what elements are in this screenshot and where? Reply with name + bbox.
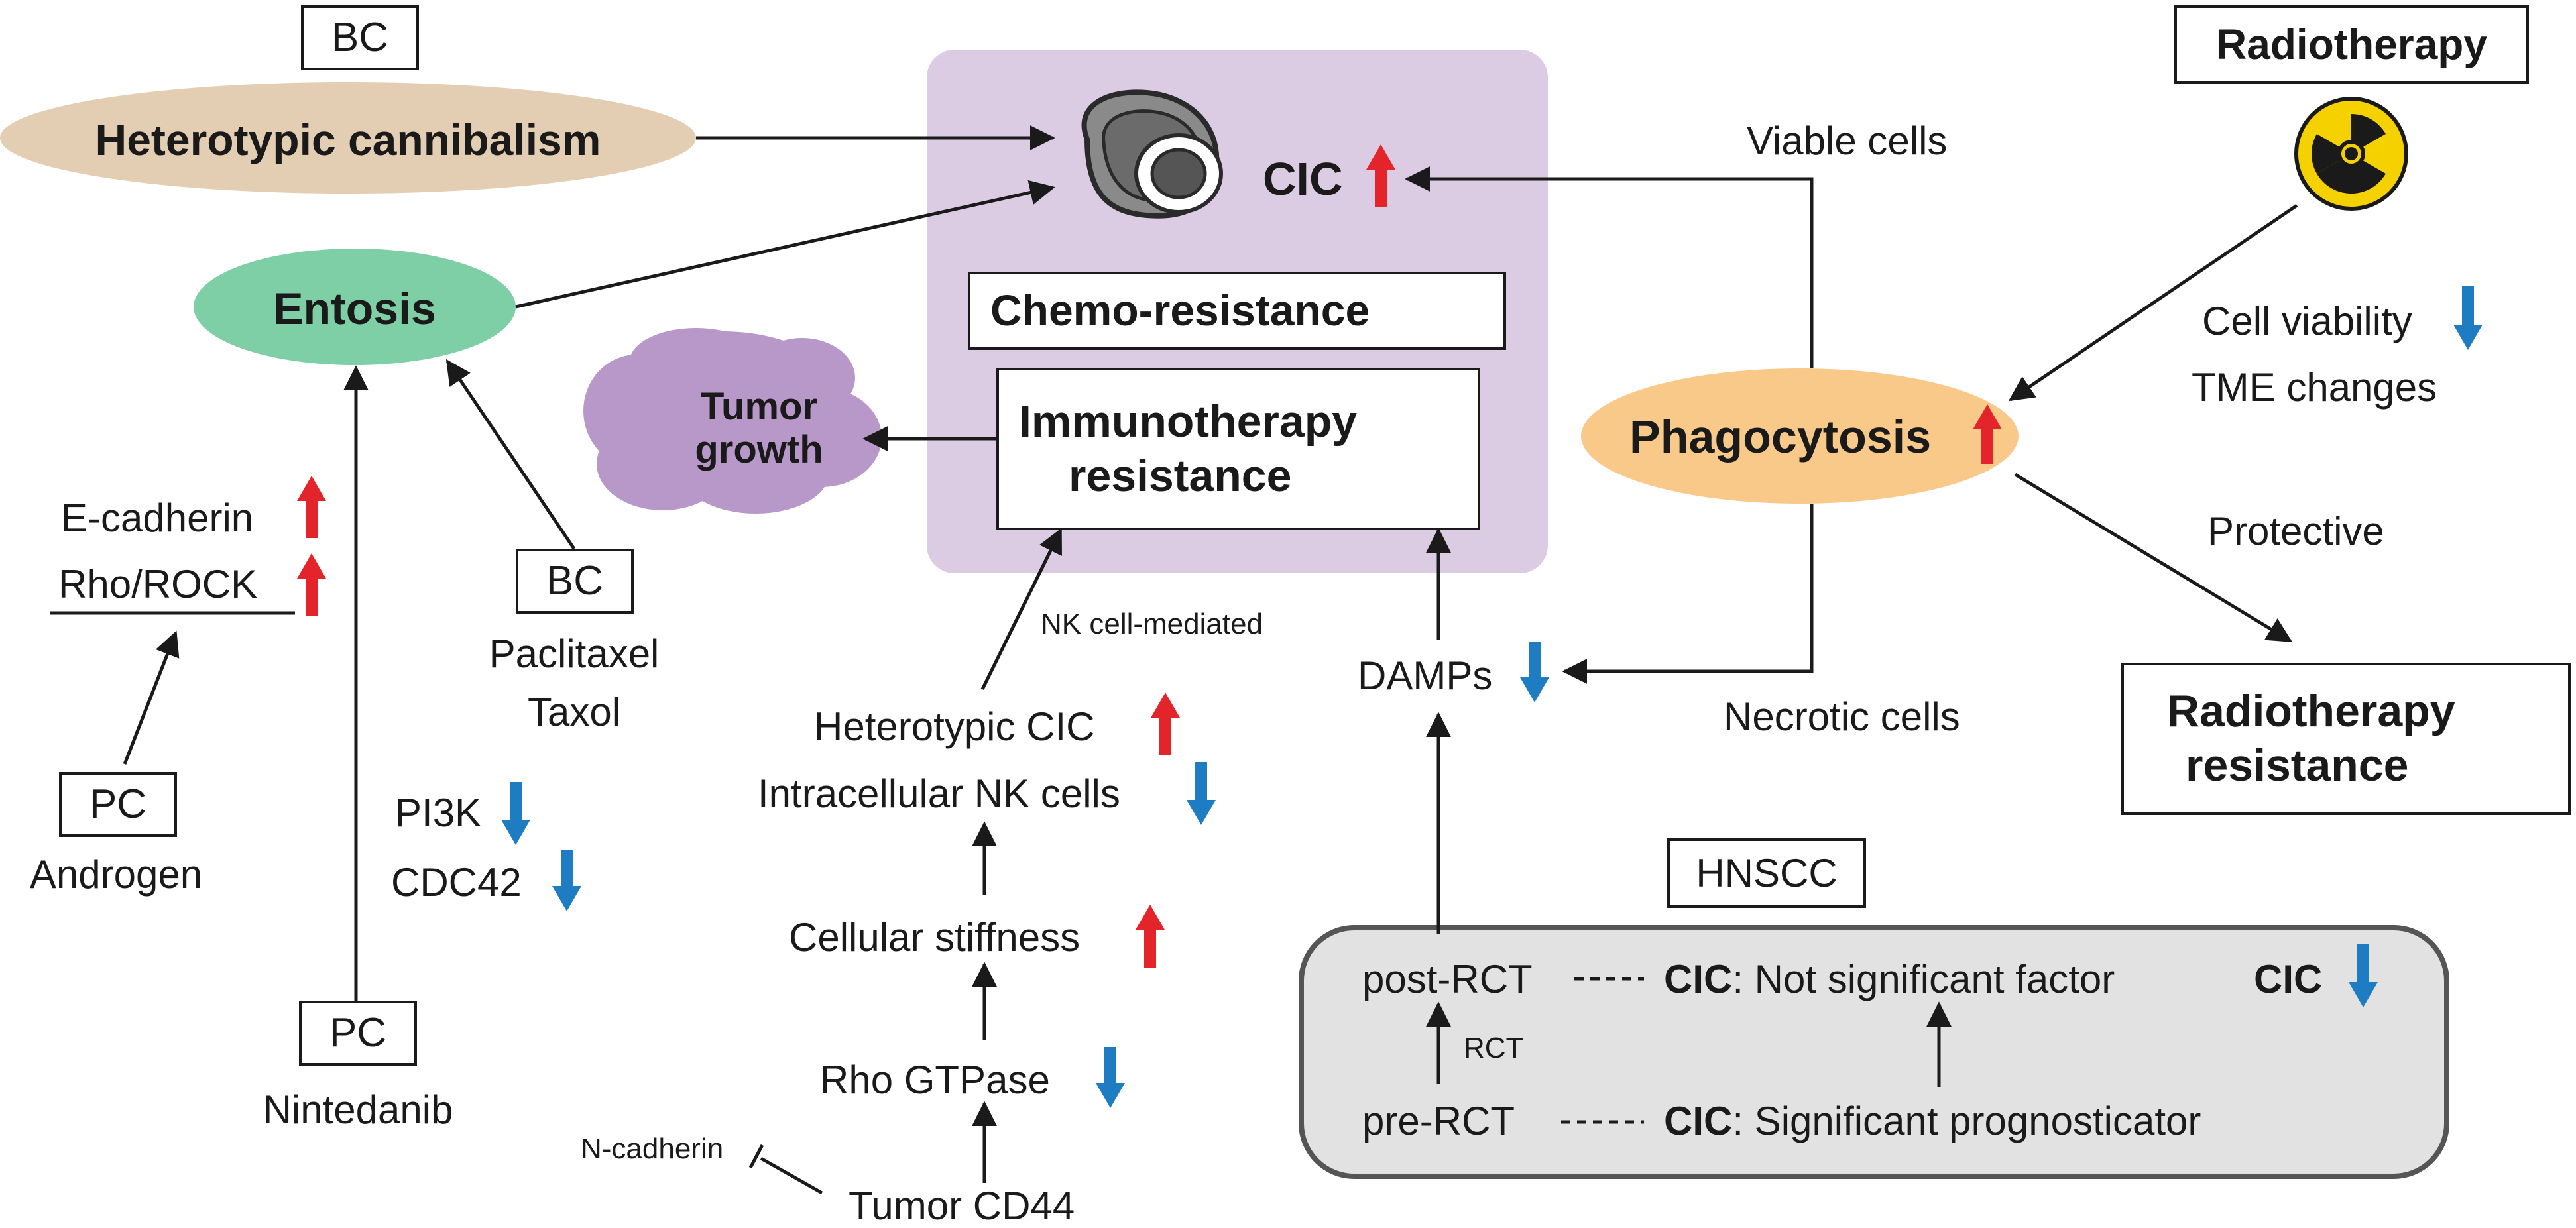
not-significant-row: CIC: Not significant factor xyxy=(1664,960,2115,999)
arrow-phago-viable-to-cic xyxy=(1405,166,1814,368)
taxol-label: Taxol xyxy=(527,690,621,734)
cell-viability-label: Cell viability xyxy=(2202,299,2412,343)
cellular-stiffness-label: Cellular stiffness xyxy=(789,915,1081,960)
rt-res-line1: Radiotherapy xyxy=(2167,686,2455,737)
cdc42-label: CDC42 xyxy=(391,860,522,905)
down-arrow-hnscc-cic-icon xyxy=(2349,944,2378,1007)
cell-in-cell-icon xyxy=(1081,89,1223,219)
paclitaxel-label: Paclitaxel xyxy=(489,632,660,676)
immuno-line2: resistance xyxy=(1069,450,1292,501)
heterotypic-label: Heterotypic cannibalism xyxy=(95,115,601,164)
tumor-cd44-label: Tumor CD44 xyxy=(849,1184,1075,1228)
immuno-line1: Immunotherapy xyxy=(1019,396,1358,447)
inhibit-bar xyxy=(748,1144,764,1169)
immunotherapy-resistance-box: Immunotherapy resistance xyxy=(996,368,1480,530)
pre-rct-label: pre-RCT xyxy=(1362,1099,1515,1143)
androgen-label: Androgen xyxy=(29,852,203,897)
entosis-oval xyxy=(194,249,516,365)
up-arrow-heterotypic-cic-icon xyxy=(1151,693,1180,755)
down-arrow-cell-viability-icon xyxy=(2453,286,2483,350)
rho-rock-label: Rho/ROCK xyxy=(58,562,258,606)
pc-left-box: PC xyxy=(59,772,177,837)
viable-cells-label: Viable cells xyxy=(1747,119,1948,163)
up-arrow-e-cadherin-icon xyxy=(297,476,326,538)
necrotic-cells-label: Necrotic cells xyxy=(1724,695,1960,739)
intracellular-nk-label: Intracellular NK cells xyxy=(758,771,1120,816)
rt-res-line2: resistance xyxy=(2186,740,2409,791)
radiotherapy-box: Radiotherapy xyxy=(2174,5,2529,84)
cic-not-sig: CIC xyxy=(1664,957,1733,1001)
nk-mediated-label: NK cell-mediated xyxy=(1041,608,1263,640)
up-arrow-rho-rock-icon xyxy=(297,553,326,616)
up-arrow-stiffness-icon xyxy=(1136,905,1165,968)
heterotypic-cannibalism-oval xyxy=(0,82,696,194)
tumor-growth-line2: growth xyxy=(695,428,823,471)
arrow-androgen-to-rho xyxy=(123,630,180,765)
e-cadherin-label: E-cadherin xyxy=(61,496,254,540)
down-arrow-rho-gtpase-icon xyxy=(1096,1047,1125,1108)
arrow-entosis-to-cic xyxy=(515,180,1055,309)
up-arrow-cic-icon xyxy=(1366,144,1395,207)
pi3k-label: PI3K xyxy=(395,791,482,835)
rho-gtpase-label: Rho GTPase xyxy=(820,1058,1050,1102)
not-sig-text: : Not significant factor xyxy=(1732,957,2115,1001)
bc-top-box: BC xyxy=(301,5,419,70)
significant-row: CIC: Significant prognosticator xyxy=(1664,1101,2201,1141)
down-arrow-cdc42-icon xyxy=(552,850,581,911)
bc-mid-box: BC xyxy=(516,549,634,614)
radiotherapy-resistance-box: Radiotherapy resistance xyxy=(2121,663,2571,815)
pc-bottom-box: PC xyxy=(299,1001,417,1066)
cic-sig: CIC xyxy=(1664,1099,1733,1143)
down-arrow-pi3k-icon xyxy=(501,782,530,845)
sig-text: : Significant prognosticator xyxy=(1732,1099,2201,1143)
heterotypic-cic-label: Heterotypic CIC xyxy=(814,704,1095,749)
tumor-growth-line1: Tumor xyxy=(700,385,818,428)
post-rct-label: post-RCT xyxy=(1362,957,1533,1001)
tme-changes-label: TME changes xyxy=(2192,365,2437,410)
arrow-phago-to-rtres xyxy=(2014,473,2293,643)
chemo-resistance-box: Chemo-resistance xyxy=(968,272,1506,350)
nintedanib-label: Nintedanib xyxy=(263,1088,453,1132)
damps-label: DAMPs xyxy=(1358,653,1493,698)
rct-label: RCT xyxy=(1464,1032,1524,1064)
hnscc-panel xyxy=(1299,925,2449,1179)
protective-label: Protective xyxy=(2207,509,2384,553)
down-arrow-intracellular-nk-icon xyxy=(1187,762,1216,825)
cic-hnscc-label: CIC xyxy=(2254,957,2323,1001)
arrow-radio-to-phago xyxy=(2008,203,2298,402)
arrow-nk-to-immuno xyxy=(980,528,1063,691)
n-cadherin-label: N-cadherin xyxy=(581,1133,724,1165)
tumor-growth-cloud xyxy=(583,328,882,514)
arrow-paclitaxel-to-entosis xyxy=(445,359,576,550)
radiation-hazard-icon xyxy=(2294,97,2408,211)
down-arrow-damps-icon xyxy=(1520,642,1549,702)
cic-label: CIC xyxy=(1263,153,1343,205)
inhibit-cd44-ncadherin xyxy=(760,1156,823,1195)
hnscc-box: HNSCC xyxy=(1667,838,1866,908)
phagocytosis-oval xyxy=(1581,368,2019,504)
arrow-phago-necrotic-to-damps xyxy=(1562,504,1814,684)
up-arrow-phagocytosis-icon xyxy=(1973,404,2002,464)
entosis-label: Entosis xyxy=(273,284,436,334)
phagocytosis-label: Phagocytosis xyxy=(1629,411,1932,463)
